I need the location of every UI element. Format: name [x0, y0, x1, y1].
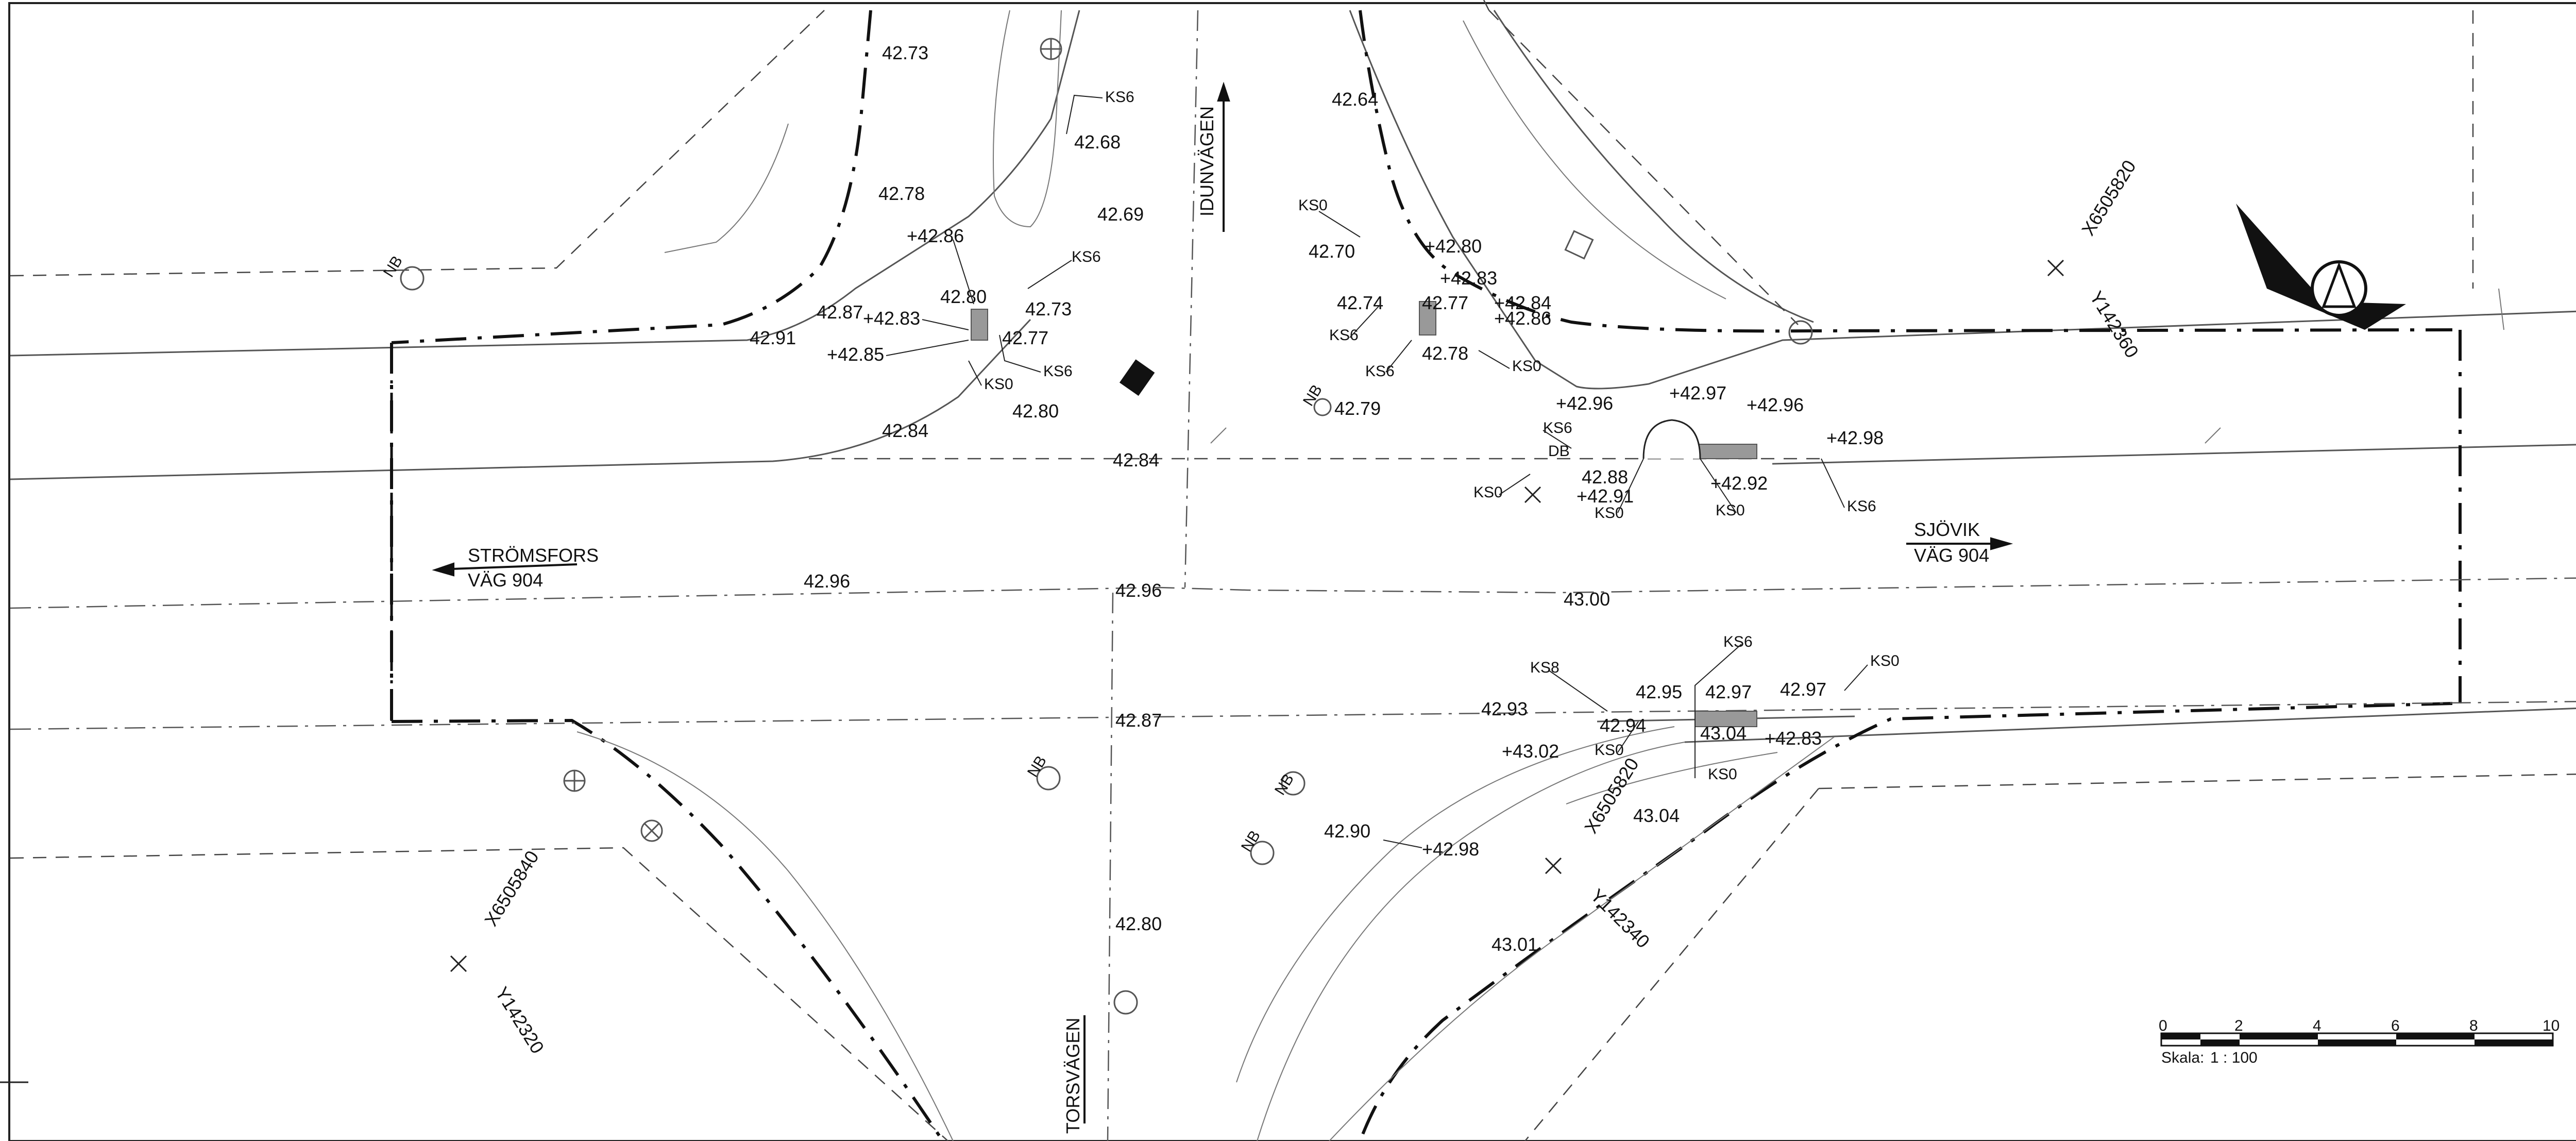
level-label: 42.80: [940, 286, 987, 307]
road-name-stromsfors: STRÖMSFORS: [468, 545, 599, 566]
level-label: 42.70: [1309, 241, 1355, 262]
level-label: +42.83: [863, 308, 920, 329]
code-label: KS0: [1870, 652, 1900, 669]
level-label: 43.04: [1633, 805, 1680, 826]
level-label: 42.74: [1337, 292, 1383, 313]
street-label-idunvagen: IDUNVÄGEN: [1196, 106, 1217, 216]
level-label: 42.91: [750, 327, 796, 348]
level-label: 42.90: [1324, 820, 1370, 842]
scale-tick: 10: [2543, 1017, 2560, 1034]
level-label: 42.80: [1012, 400, 1059, 422]
code-label: KS0: [1595, 505, 1624, 522]
code-label: KS8: [1530, 659, 1560, 676]
scale-tick: 4: [2313, 1017, 2321, 1034]
code-label: KS6: [1365, 363, 1395, 380]
level-label: 42.84: [1113, 449, 1159, 471]
level-label: +42.85: [827, 344, 884, 365]
level-label: 42.69: [1097, 204, 1144, 225]
code-label: KS6: [1043, 363, 1073, 380]
leader-lines: [886, 94, 1868, 848]
level-label: 42.97: [1705, 681, 1752, 702]
code-label: KS0: [1473, 484, 1503, 501]
level-label: +43.02: [1502, 741, 1559, 762]
level-label: 42.78: [1422, 343, 1468, 364]
scale-tick: 0: [2159, 1017, 2167, 1034]
level-label: 42.68: [1074, 131, 1121, 153]
road-label-stromsfors: STRÖMSFORS VÄG 904: [468, 545, 599, 591]
level-label: 42.73: [882, 42, 928, 63]
sign-post: [1119, 359, 1155, 396]
code-label: KS6: [1847, 498, 1876, 515]
road-name-sjovik: SJÖVIK: [1914, 519, 1980, 540]
level-label: 42.94: [1600, 715, 1646, 736]
level-label: +42.96: [1556, 393, 1613, 414]
code-label: KS0: [984, 376, 1013, 393]
hump-island: [1642, 419, 1701, 459]
property-lines: [10, 0, 2576, 1141]
level-label: 42.77: [1002, 327, 1048, 348]
level-label: 42.93: [1481, 698, 1528, 719]
survey-markers: [450, 259, 2064, 972]
level-label: 42.78: [878, 183, 925, 204]
code-label: KS0: [1708, 766, 1737, 783]
scale-tick: 8: [2469, 1017, 2478, 1034]
scale-tick: 6: [2391, 1017, 2400, 1034]
level-label: 42.87: [817, 301, 863, 323]
road-route-sjovik: VÄG 904: [1914, 545, 1989, 566]
code-label: KS0: [1298, 197, 1328, 214]
level-label: 42.84: [882, 420, 928, 441]
level-label: 42.88: [1582, 466, 1628, 488]
level-label: 42.73: [1025, 298, 1072, 320]
level-label: 42.79: [1334, 398, 1381, 419]
level-label: +42.97: [1669, 382, 1726, 404]
level-label: 43.00: [1564, 589, 1610, 610]
level-label: +42.83: [1440, 267, 1497, 289]
north-arrow: [2236, 204, 2406, 330]
direction-arrows: [432, 81, 2013, 1123]
code-label: KS0: [1716, 502, 1745, 519]
code-label: KS0: [1512, 358, 1541, 375]
level-label: +42.84: [1494, 292, 1551, 313]
level-label: 42.96: [804, 570, 850, 592]
level-label: 42.95: [1636, 681, 1682, 702]
level-label: +42.86: [1494, 308, 1551, 329]
level-label: +42.98: [1826, 427, 1884, 448]
level-label: +42.83: [1765, 728, 1822, 749]
code-label: KS6: [1543, 420, 1572, 437]
road-route-stromsfors: VÄG 904: [468, 569, 543, 591]
level-label: +42.86: [907, 225, 964, 246]
spot-levels: 42.73 42.78 42.87 42.91 42.84 42.68 42.6…: [750, 42, 1884, 955]
level-label: +42.98: [1422, 838, 1479, 860]
code-label: KS6: [1105, 89, 1134, 106]
level-label: 42.87: [1115, 710, 1162, 731]
manholes: [400, 38, 1813, 1015]
scale-bar: 0 2 4 6 8 10 Skala: 1 : 100: [2159, 1017, 2560, 1066]
level-label: 43.04: [1700, 723, 1747, 744]
scale-label: Skala:: [2161, 1049, 2204, 1066]
level-label: 42.96: [1115, 580, 1162, 601]
code-label: KS6: [1072, 248, 1101, 265]
drawing-frame: [8, 2, 2576, 1141]
level-label: 42.80: [1115, 913, 1162, 934]
road-label-sjovik: SJÖVIK VÄG 904: [1914, 519, 1989, 566]
street-label-torsvagen: TORSVÄGEN: [1062, 1018, 1083, 1134]
scale-ratio: 1 : 100: [2210, 1049, 2258, 1066]
level-label: 42.64: [1332, 89, 1378, 110]
level-label: +42.80: [1425, 236, 1482, 257]
code-label: KS6: [1329, 327, 1359, 344]
scale-tick: 2: [2234, 1017, 2243, 1034]
level-label: +42.96: [1747, 394, 1804, 415]
level-label: 42.77: [1422, 292, 1468, 313]
level-label: +42.92: [1710, 473, 1768, 494]
level-label: 42.97: [1780, 679, 1826, 700]
level-label: 43.01: [1492, 934, 1538, 955]
main-road-edges: [10, 10, 2576, 743]
level-label: +42.91: [1577, 485, 1634, 507]
